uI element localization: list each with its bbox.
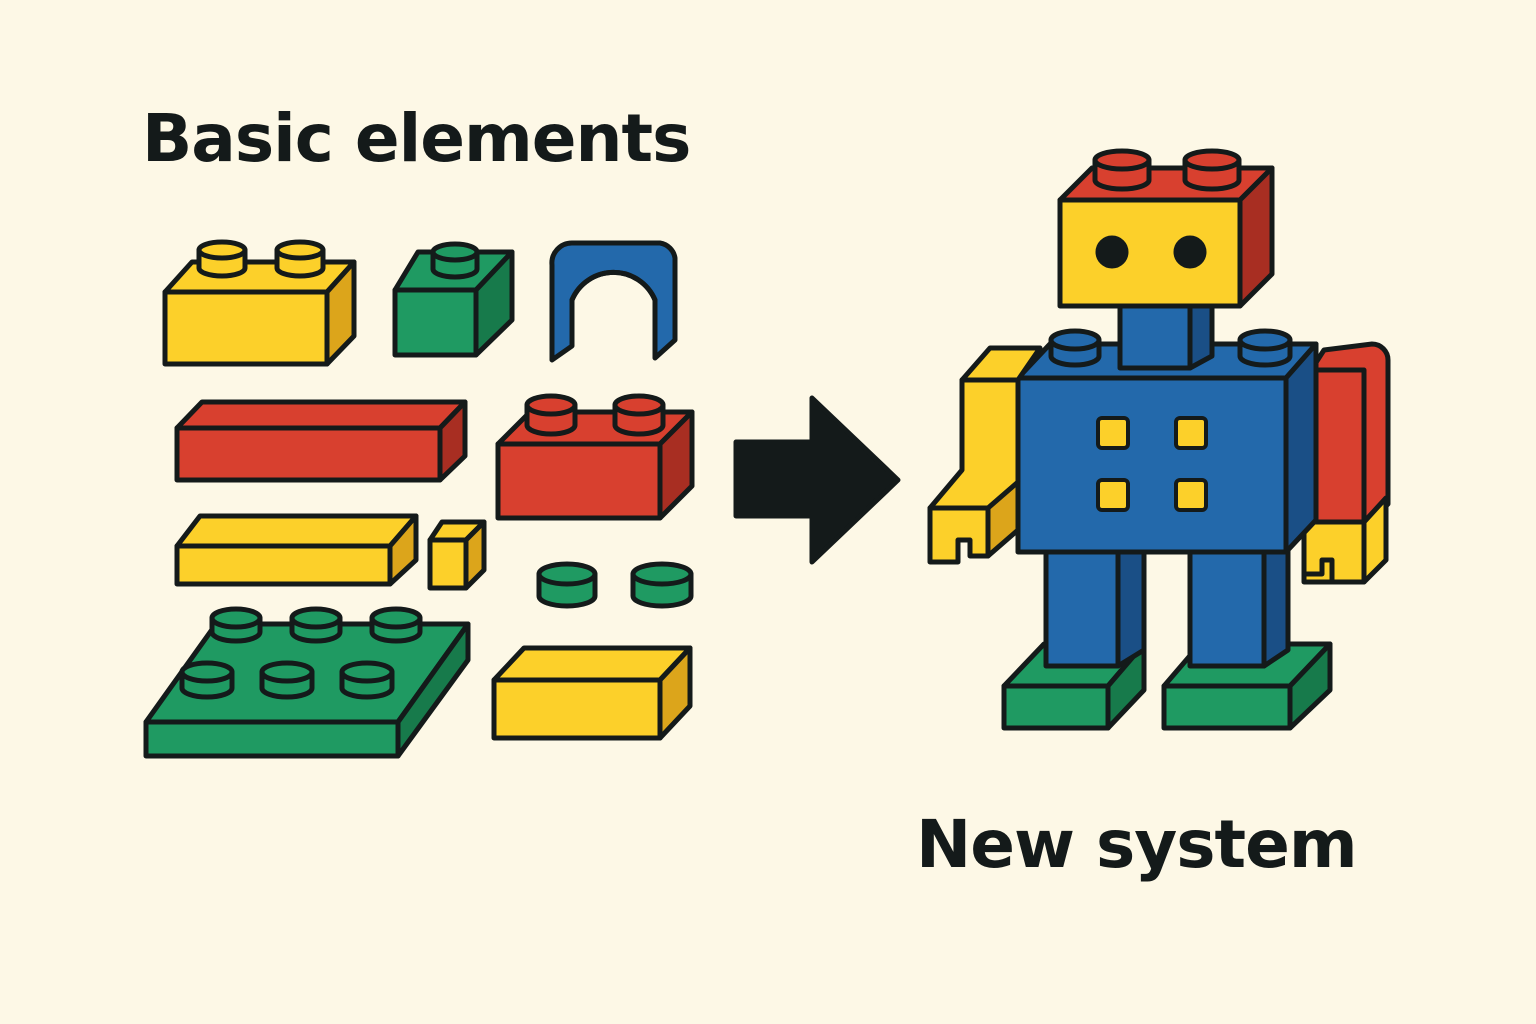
- robot-head: [1057, 148, 1275, 309]
- torso-buttons: [1096, 416, 1208, 512]
- basic-elements-title: Basic elements: [142, 100, 691, 177]
- robot: [927, 148, 1391, 731]
- blue-arch-piece: [549, 240, 678, 363]
- green-round-stud: [536, 561, 598, 609]
- red-long-plate: [174, 399, 468, 483]
- robot-left-eye: [1095, 235, 1129, 269]
- yellow-block-wide: [491, 645, 693, 741]
- stud: [274, 239, 326, 279]
- robot-neck: [1117, 297, 1215, 371]
- green-plate-3x2: [143, 606, 471, 759]
- green-round-stud: [630, 561, 694, 609]
- yellow-small-block: [427, 519, 487, 591]
- yellow-flat-tile: [174, 513, 419, 587]
- yellow-brick-2x1: [162, 239, 357, 367]
- green-brick-1x1: [392, 241, 515, 358]
- red-brick-2x1: [495, 393, 695, 521]
- robot-right-eye: [1173, 235, 1207, 269]
- right-arrow: [733, 395, 901, 565]
- robot-right-leg: [1187, 537, 1291, 669]
- new-system-title: New system: [916, 806, 1358, 883]
- stud: [196, 239, 248, 279]
- robot-left-leg: [1043, 547, 1147, 669]
- robot-left-arm: [927, 345, 1043, 565]
